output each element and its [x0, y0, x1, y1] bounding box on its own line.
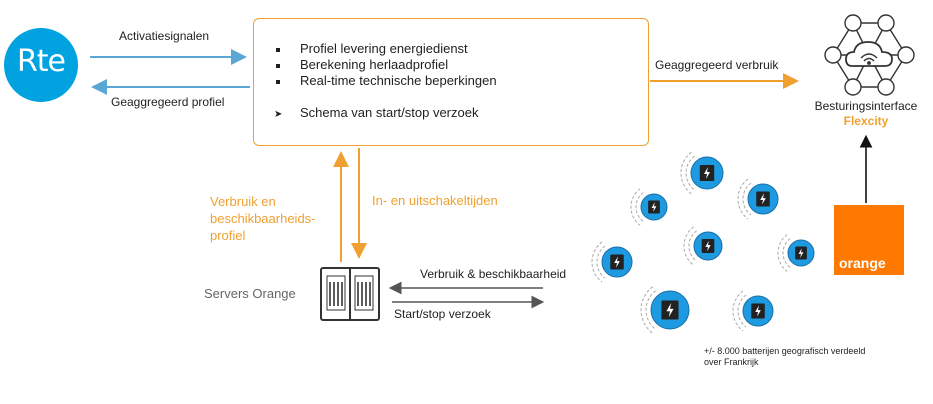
process-list: Profiel levering energiedienst Berekenin… — [274, 41, 497, 89]
battery-icon — [591, 241, 633, 283]
process-item-label: Berekening herlaadprofiel — [300, 57, 449, 72]
servers-icon — [320, 267, 380, 321]
schedule-label: Schema van start/stop verzoek — [300, 105, 479, 120]
list-item: Profiel levering energiedienst — [274, 41, 497, 57]
label-activation: Activatiesignalen — [119, 29, 210, 43]
schedule-item: ➤Schema van start/stop verzoek — [274, 105, 479, 120]
process-item-label: Profiel levering energiedienst — [300, 41, 468, 56]
battery-caption-line2: over Frankrijk — [704, 357, 759, 367]
servers-label: Servers Orange — [204, 286, 296, 301]
battery-icon — [680, 151, 724, 195]
interface-title: Besturingsinterface — [814, 99, 918, 113]
rte-logo-text: Rte — [16, 44, 66, 79]
orange-logo-text: orange — [839, 255, 886, 271]
battery-cluster — [591, 151, 815, 334]
label-start-stop: Start/stop verzoek — [394, 307, 491, 321]
process-box: Profiel levering energiedienst Berekenin… — [253, 18, 649, 146]
battery-icon — [640, 286, 690, 334]
battery-icon — [630, 188, 668, 226]
label-switch-times: In- en uitschakeltijden — [372, 193, 498, 208]
battery-icon — [737, 178, 779, 220]
battery-caption: +/- 8.000 batterijen geografisch verdeel… — [704, 346, 865, 368]
rte-logo: Rte — [4, 28, 78, 102]
label-consumption-availability: Verbruik & beschikbaarheid — [420, 267, 567, 281]
control-interface-icon — [824, 14, 915, 96]
label-aggregated-consumption: Geaggregeerd verbruik — [655, 58, 779, 72]
orange-logo: orange — [834, 205, 904, 275]
label-consumption-availability-profile: Verbruik en beschikbaarheids-profiel — [210, 194, 316, 243]
battery-icon — [777, 234, 815, 272]
battery-icon — [683, 226, 723, 266]
battery-icon — [732, 290, 774, 332]
process-item-label: Real-time technische beperkingen — [300, 73, 497, 88]
list-item: Real-time technische beperkingen — [274, 73, 497, 89]
label-aggregated-profile: Geaggregeerd profiel — [111, 95, 225, 109]
list-item: Berekening herlaadprofiel — [274, 57, 497, 73]
interface-brand: Flexcity — [843, 114, 889, 128]
battery-caption-line1: +/- 8.000 batterijen geografisch verdeel… — [704, 346, 866, 356]
